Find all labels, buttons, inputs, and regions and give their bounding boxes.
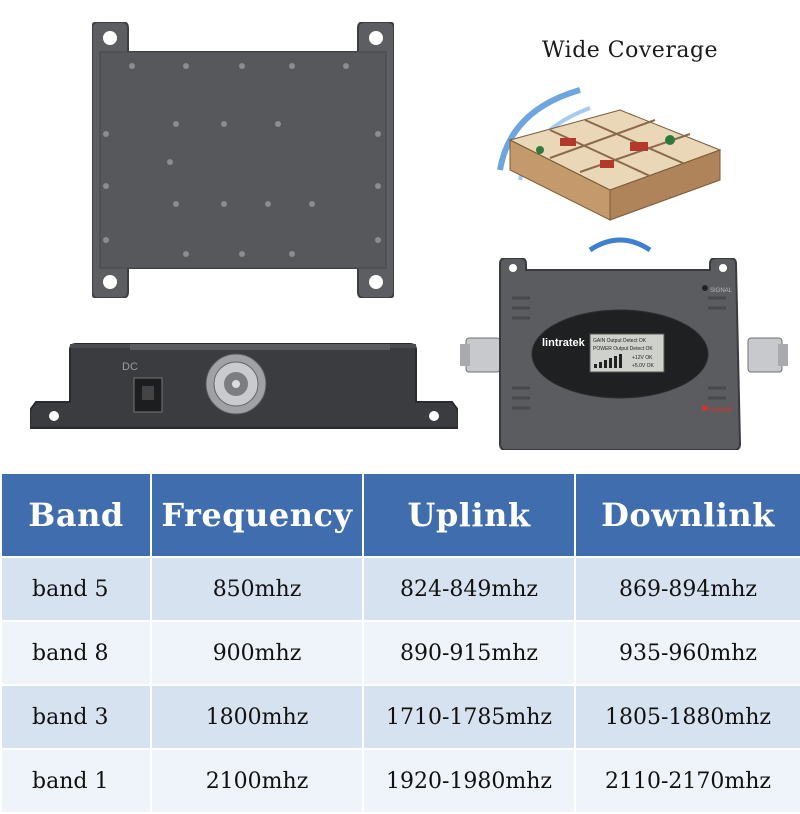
frequency-cell: 2100mhz bbox=[150, 748, 364, 814]
header-downlink: Downlink bbox=[574, 472, 800, 558]
header-frequency: Frequency bbox=[150, 472, 364, 558]
dc-power-jack bbox=[133, 377, 163, 413]
uplink-cell: 1710-1785mhz bbox=[362, 684, 576, 750]
lcd-display: GAIN Output Detect OK POWER Output Detec… bbox=[593, 338, 654, 369]
band-cell: band 3 bbox=[0, 684, 152, 750]
uplink-cell: 1920-1980mhz bbox=[362, 748, 576, 814]
svg-text:POWER Output Detect OK: POWER Output Detect OK bbox=[593, 346, 653, 352]
repeater-back-plate-image bbox=[92, 22, 394, 298]
wide-coverage-title: Wide Coverage bbox=[541, 38, 719, 63]
svg-text:GAIN Output Detect OK: GAIN Output Detect OK bbox=[593, 338, 647, 344]
downlink-cell: 2110-2170mhz bbox=[574, 748, 800, 814]
band-frequency-table: Band Frequency Uplink Downlink band 5 85… bbox=[0, 472, 800, 814]
table-row: band 3 1800mhz 1710-1785mhz 1805-1880mhz bbox=[0, 684, 800, 750]
brand-logo-text: lintratek bbox=[542, 337, 586, 349]
table-row: band 5 850mhz 824-849mhz 869-894mhz bbox=[0, 556, 800, 622]
unit-left-connector bbox=[460, 337, 501, 373]
repeater-unit-image: lintratek GAIN Output Detect OK POWER Ou… bbox=[460, 258, 788, 450]
downlink-cell: 935-960mhz bbox=[574, 620, 800, 686]
signal-indicator-label: SIGNAL bbox=[710, 288, 733, 294]
table-row: band 8 900mhz 890-915mhz 935-960mhz bbox=[0, 620, 800, 686]
table-header-row: Band Frequency Uplink Downlink bbox=[0, 472, 800, 558]
dc-port-label: DC bbox=[122, 361, 138, 373]
unit-right-connector bbox=[747, 337, 788, 373]
uplink-cell: 890-915mhz bbox=[362, 620, 576, 686]
repeater-side-view-image: DC bbox=[30, 343, 458, 429]
band-cell: band 5 bbox=[0, 556, 152, 622]
band-cell: band 1 bbox=[0, 748, 152, 814]
frequency-cell: 850mhz bbox=[150, 556, 364, 622]
header-uplink: Uplink bbox=[362, 472, 576, 558]
header-band: Band bbox=[0, 472, 152, 558]
downlink-cell: 869-894mhz bbox=[574, 556, 800, 622]
signal-bars bbox=[594, 354, 622, 368]
svg-text:+12V OK: +12V OK bbox=[632, 355, 653, 361]
frequency-cell: 1800mhz bbox=[150, 684, 364, 750]
uplink-cell: 824-849mhz bbox=[362, 556, 576, 622]
table-row: band 1 2100mhz 1920-1980mhz 2110-2170mhz bbox=[0, 748, 800, 814]
svg-text:+5.0V OK: +5.0V OK bbox=[632, 363, 654, 369]
downlink-cell: 1805-1880mhz bbox=[574, 684, 800, 750]
frequency-cell: 900mhz bbox=[150, 620, 364, 686]
house-coverage-illustration bbox=[497, 87, 722, 253]
n-connector-front bbox=[205, 353, 267, 415]
band-cell: band 8 bbox=[0, 620, 152, 686]
power-indicator-label: POWER bbox=[710, 408, 733, 414]
screw-holes bbox=[103, 63, 381, 257]
